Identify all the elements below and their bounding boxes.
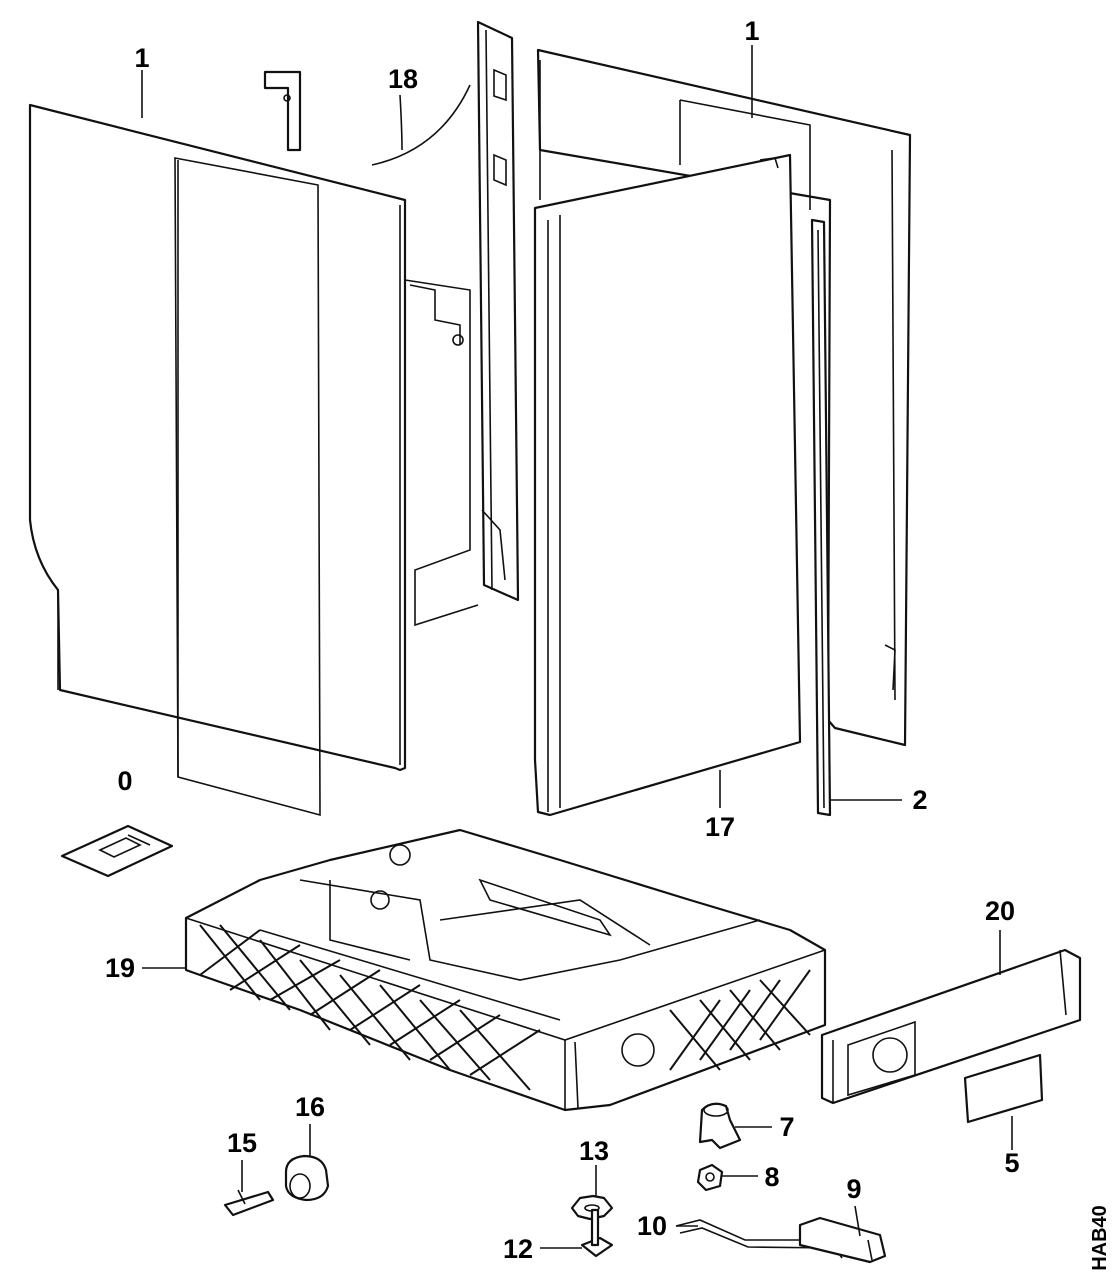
callouts: 1 1 18 17 2 0 19 20 5 7 8 9 10 13 12 16 … — [105, 16, 1020, 1264]
side-panel-left — [28, 103, 407, 817]
nut — [696, 1163, 724, 1192]
callout-bracket: 9 — [846, 1174, 861, 1204]
rating-plate — [963, 1053, 1044, 1124]
roller — [284, 1154, 330, 1202]
door-panel — [533, 153, 802, 817]
spring-clip — [698, 1102, 742, 1150]
callout-screw: 12 — [503, 1234, 533, 1264]
slider — [223, 1189, 275, 1217]
rear-frame-strip — [371, 20, 520, 627]
callout-washer: 13 — [579, 1136, 609, 1166]
label-card — [60, 824, 174, 878]
callout-nut: 8 — [764, 1162, 779, 1192]
base-frame — [184, 828, 827, 1112]
screw — [580, 1208, 614, 1258]
callout-kick-plate: 20 — [985, 896, 1015, 926]
callout-seal-strip: 2 — [912, 785, 927, 815]
drawing-code: HAB40 — [1089, 1205, 1111, 1271]
seal-strip — [810, 218, 832, 817]
callout-roller: 16 — [295, 1092, 325, 1122]
callout-spring-clip: 7 — [779, 1112, 794, 1142]
callout-label-card: 0 — [117, 766, 132, 796]
washer — [570, 1194, 614, 1221]
callout-side-panel-right: 1 — [744, 16, 759, 46]
callout-slider: 15 — [227, 1128, 257, 1158]
callout-rating-plate: 5 — [1004, 1148, 1019, 1178]
bracket — [798, 1216, 887, 1264]
leader-lines — [141, 45, 1013, 1249]
kick-plate — [820, 948, 1082, 1105]
callout-rear-strip: 18 — [388, 64, 418, 94]
callout-rod: 10 — [637, 1211, 667, 1241]
side-panel-right — [536, 48, 912, 747]
callout-door-panel: 17 — [705, 812, 735, 842]
upper-bracket — [263, 70, 302, 152]
callout-base-frame: 19 — [105, 953, 135, 983]
callout-side-panel-left: 1 — [134, 43, 149, 73]
